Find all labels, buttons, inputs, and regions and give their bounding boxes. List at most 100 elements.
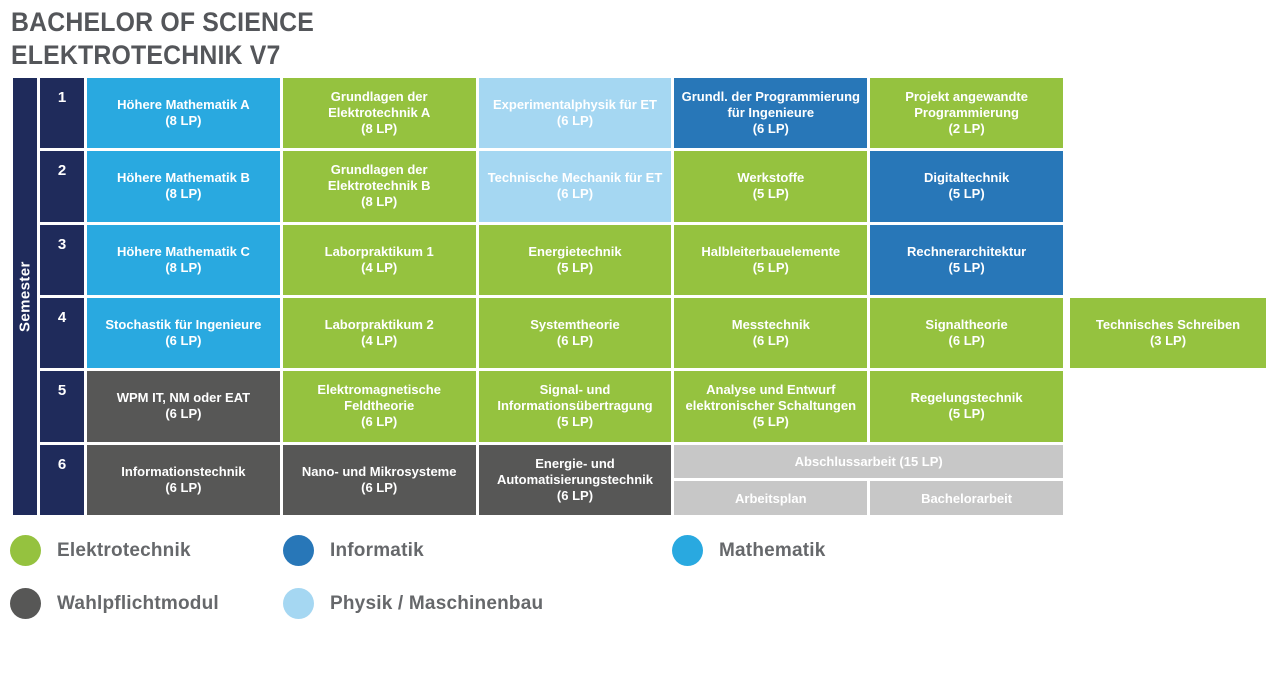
- course-cell: Projekt angewandte Programmierung (2 LP): [870, 78, 1063, 149]
- course-credits: (5 LP): [556, 259, 594, 275]
- page-title: BACHELOR OF SCIENCE ELEKTROTECHNIK V7: [11, 6, 314, 72]
- thesis-workplan-cell: Arbeitsplan: [674, 481, 868, 515]
- course-credits: (6 LP): [948, 333, 985, 349]
- course-title: Signaltheorie: [925, 317, 1008, 333]
- legend-label: Wahlpflichtmodul: [57, 592, 219, 614]
- course-cell: Laborpraktikum 2 (4 LP): [282, 298, 476, 369]
- page-title-line2: ELEKTROTECHNIK V7: [11, 39, 281, 70]
- course-title: WPM IT, NM oder EAT: [116, 390, 251, 406]
- course-cell: Grundl. der Programmierung für Ingenieur…: [674, 78, 868, 149]
- course-credits: (6 LP): [752, 121, 789, 137]
- course-credits: (8 LP): [165, 186, 202, 202]
- course-credits: (6 LP): [556, 113, 594, 129]
- physik-maschinenbau-color-dot: [283, 588, 314, 619]
- course-cell: Nano- und Mikrosysteme (6 LP): [282, 444, 476, 515]
- course-title: Systemtheorie: [530, 317, 620, 333]
- page-title-line1: BACHELOR OF SCIENCE: [11, 7, 314, 37]
- course-credits: (5 LP): [948, 259, 985, 275]
- course-cell: Werkstoffe (5 LP): [674, 151, 868, 222]
- course-credits: (5 LP): [556, 414, 594, 430]
- semester-number-3: 3: [40, 224, 84, 295]
- course-credits: (6 LP): [556, 333, 594, 349]
- course-credits: (5 LP): [752, 259, 789, 275]
- course-credits: (6 LP): [361, 479, 398, 495]
- course-cell: Grundlagen der Elektrotechnik A (8 LP): [282, 78, 476, 149]
- legend-item-wahlpflichtmodul: Wahlpflichtmodul: [10, 588, 219, 619]
- semester-number-2: 2: [40, 151, 84, 222]
- course-credits: (5 LP): [752, 186, 789, 202]
- semester-number-4: 4: [40, 298, 84, 369]
- course-title: Werkstoffe: [737, 170, 805, 186]
- course-cell: Halbleiterbauelemente (5 LP): [674, 224, 868, 295]
- semester-axis-label: Semester: [13, 78, 37, 515]
- legend-label: Informatik: [330, 539, 424, 561]
- course-title: Grundl. der Programmierung für Ingenieur…: [681, 89, 860, 121]
- course-cell: Stochastik für Ingenieure (6 LP): [87, 298, 280, 369]
- curriculum-grid: Semester 1 Höhere Mathematik A (8 LP) Gr…: [10, 75, 1066, 518]
- legend-item-mathematik: Mathematik: [672, 535, 826, 566]
- course-title: Digitaltechnik: [923, 170, 1010, 186]
- course-credits: (8 LP): [361, 194, 398, 210]
- semester-number-5: 5: [40, 371, 84, 442]
- course-cell: Messtechnik (6 LP): [674, 298, 868, 369]
- legend-label: Physik / Maschinenbau: [330, 592, 544, 614]
- course-credits: (6 LP): [165, 406, 202, 422]
- course-cell-technisches-schreiben: Technisches Schreiben (3 LP): [1070, 298, 1266, 368]
- course-cell: Digitaltechnik (5 LP): [870, 151, 1063, 222]
- course-credits: (8 LP): [165, 113, 202, 129]
- thesis-main-cell: Abschlussarbeit (15 LP): [674, 444, 1063, 479]
- course-cell: Energie- und Automatisierungstechnik (6 …: [478, 444, 672, 515]
- elektrotechnik-color-dot: [10, 535, 41, 566]
- thesis-bachelor-cell: Bachelorarbeit: [870, 481, 1063, 515]
- course-title: Laborpraktikum 1: [324, 243, 434, 259]
- course-credits: (6 LP): [556, 186, 594, 202]
- course-cell: Experimentalphysik für ET (6 LP): [478, 78, 672, 149]
- course-title: Informationstechnik: [121, 463, 246, 479]
- course-cell: Höhere Mathematik C (8 LP): [87, 224, 280, 295]
- course-title: Analyse und Entwurf elektronischer Schal…: [685, 382, 857, 414]
- course-title: Höhere Mathematik A: [117, 97, 250, 113]
- course-credits: (4 LP): [361, 259, 398, 275]
- legend-item-informatik: Informatik: [283, 535, 424, 566]
- course-title: Technische Mechanik für ET: [487, 170, 663, 186]
- semester-number-1: 1: [40, 78, 84, 149]
- course-credits: (6 LP): [165, 333, 202, 349]
- course-cell: Signaltheorie (6 LP): [870, 298, 1063, 369]
- course-title: Rechnerarchitektur: [906, 243, 1027, 259]
- course-title: Projekt angewandte Programmierung: [905, 89, 1028, 121]
- thesis-block: Abschlussarbeit (15 LP) Arbeitsplan Bach…: [674, 444, 1063, 515]
- course-title: Signal- und Informationsübertragung: [497, 382, 653, 414]
- course-title: Technisches Schreiben: [1095, 317, 1241, 332]
- course-title: Grundlagen der Elektrotechnik B: [327, 162, 431, 194]
- course-title: Höhere Mathematik C: [116, 243, 250, 259]
- course-credits: (6 LP): [556, 487, 594, 503]
- course-title: Energietechnik: [528, 243, 622, 259]
- legend-label: Elektrotechnik: [57, 539, 191, 561]
- course-cell: Analyse und Entwurf elektronischer Schal…: [674, 371, 868, 442]
- course-credits: (8 LP): [165, 259, 202, 275]
- mathematik-color-dot: [672, 535, 703, 566]
- semester-number-6: 6: [40, 444, 84, 515]
- course-cell: Höhere Mathematik A (8 LP): [87, 78, 280, 149]
- course-title: Regelungstechnik: [910, 390, 1023, 406]
- course-title: Nano- und Mikrosysteme: [301, 463, 457, 479]
- legend-item-physik-maschinenbau: Physik / Maschinenbau: [283, 588, 543, 619]
- course-cell: Systemtheorie (6 LP): [478, 298, 672, 369]
- course-cell: Höhere Mathematik B (8 LP): [87, 151, 280, 222]
- course-title: Experimentalphysik für ET: [492, 97, 657, 113]
- course-credits: (6 LP): [361, 414, 398, 430]
- course-title: Höhere Mathematik B: [116, 170, 250, 186]
- course-cell: Informationstechnik (6 LP): [87, 444, 280, 515]
- course-cell: Elektromagnetische Feldtheorie (6 LP): [282, 371, 476, 442]
- course-cell: Rechnerarchitektur (5 LP): [870, 224, 1063, 295]
- course-credits: (8 LP): [361, 121, 398, 137]
- course-cell: Regelungstechnik (5 LP): [870, 371, 1063, 442]
- course-credits: (5 LP): [948, 406, 985, 422]
- course-title: Elektromagnetische Feldtheorie: [317, 382, 441, 414]
- course-cell: Technische Mechanik für ET (6 LP): [478, 151, 672, 222]
- course-cell: Grundlagen der Elektrotechnik B (8 LP): [282, 151, 476, 222]
- course-title: Messtechnik: [731, 317, 810, 333]
- wahlpflichtmodul-color-dot: [10, 588, 41, 619]
- course-credits: (2 LP): [948, 121, 985, 137]
- course-title: Grundlagen der Elektrotechnik A: [328, 89, 431, 121]
